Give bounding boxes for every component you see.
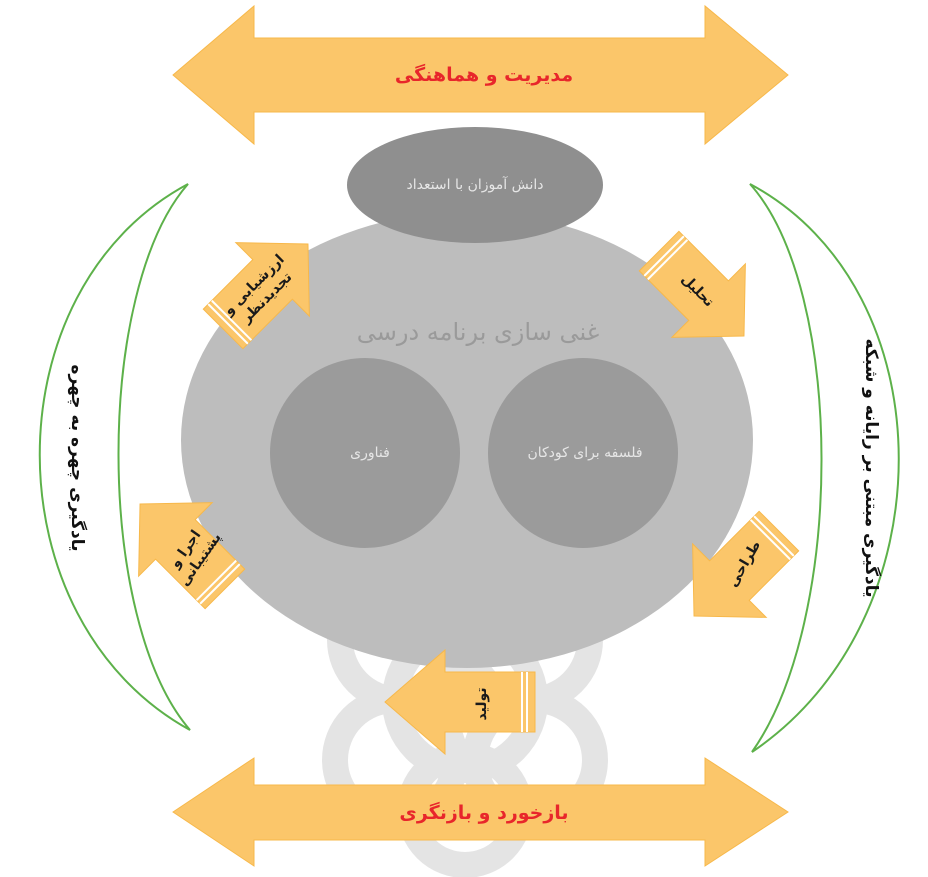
gifted-students-label: دانش آموزان با استعداد [406,176,543,193]
feedback-double-arrow [172,757,789,867]
management-double-arrow [172,4,789,146]
face-to-face-label: یادگیری چهره به چهره [67,364,88,551]
curriculum-enrichment-label: غنی سازی برنامه درسی [357,318,600,346]
face-to-face-bracket [38,183,191,731]
p4c-label: فلسفه برای کودکان [527,445,642,461]
p4c-circle [488,358,678,548]
technology-label: فناوری [350,445,390,461]
analysis-arrow: تحلیل [638,230,746,338]
design-arrow [692,510,800,618]
curriculum-enrichment-circle [181,212,753,668]
network-learning-label: یادگیری مبتنی بر رایانه و شبکه [861,338,882,597]
management-label: مدیریت و هماهنگی [395,63,573,86]
feedback-label: بازخورد و بازنگری [399,801,568,824]
network-learning-bracket [749,183,900,753]
production-arrow [384,648,536,756]
gifted-students-ellipse [347,127,603,243]
technology-circle [270,358,460,548]
production-label: تولید [474,687,490,720]
evaluation-arrow: ارزشیابی و تجدیدنظر [202,242,310,350]
implementation-arrow [138,502,246,610]
